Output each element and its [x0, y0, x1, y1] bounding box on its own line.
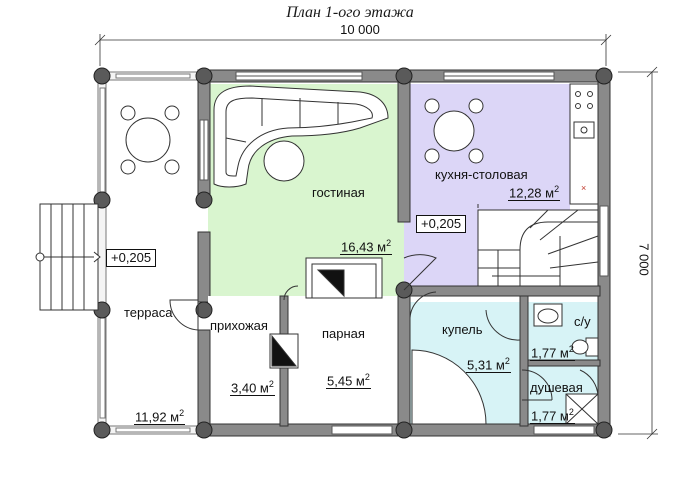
shower-tray — [565, 393, 599, 425]
area-terrace-value: 11,92 м — [135, 409, 180, 425]
area-shower: 1,77 м2 — [530, 405, 575, 425]
area-plunge-sup: 2 — [504, 356, 510, 366]
dimension-top — [94, 34, 612, 66]
area-terrace-sup: 2 — [179, 408, 185, 418]
area-kitchen: 12,28 м2 — [508, 182, 561, 202]
area-kitchen-sup: 2 — [554, 184, 560, 194]
sofa — [213, 85, 389, 188]
depth-dimension: 7 000 — [636, 243, 652, 276]
area-living-sup: 2 — [386, 238, 392, 248]
coffee-table — [263, 140, 305, 182]
area-wc: 1,77 м2 — [530, 342, 575, 362]
plan-title: План 1-ого этажа — [286, 4, 414, 21]
dimension-right — [618, 66, 658, 440]
kitchen-counter — [569, 83, 599, 205]
width-dimension: 10 000 — [340, 22, 380, 37]
area-living-value: 16,43 м — [341, 239, 387, 255]
windows — [199, 71, 609, 435]
room-name-hall: прихожая — [210, 318, 268, 333]
room-name-wc: с/у — [574, 314, 591, 329]
doors — [169, 254, 599, 401]
area-terrace: 11,92 м2 — [134, 406, 186, 426]
area-steam-value: 5,45 м — [327, 373, 365, 389]
area-hall-sup: 2 — [268, 379, 274, 389]
area-wc-value: 1,77 м — [531, 345, 569, 361]
area-hall: 3,40 м2 — [230, 377, 275, 397]
area-plunge: 5,31 м2 — [466, 354, 511, 374]
wc-fixtures — [533, 303, 599, 357]
room-name-living: гостиная — [312, 185, 365, 200]
plunge-pool — [411, 349, 487, 425]
room-name-plunge: купель — [442, 322, 483, 337]
area-kitchen-value: 12,28 м — [509, 185, 555, 201]
log-posts — [93, 67, 613, 439]
area-steam-sup: 2 — [364, 372, 370, 382]
area-hall-value: 3,40 м — [231, 380, 269, 396]
area-wc-sup: 2 — [568, 344, 574, 354]
area-shower-sup: 2 — [568, 407, 574, 417]
interior-stairs — [477, 209, 599, 287]
level-mark-kitchen: +0,205 — [416, 215, 467, 233]
area-shower-value: 1,77 м — [531, 408, 569, 424]
area-steam: 5,45 м2 — [326, 370, 371, 390]
room-name-terrace: терраса — [124, 305, 173, 320]
room-name-steam: парная — [322, 326, 365, 341]
room-name-kitchen: кухня-столовая — [435, 167, 528, 182]
area-plunge-value: 5,31 м — [467, 357, 505, 373]
kitchen-x-mark: × — [581, 183, 586, 193]
level-mark-terrace: +0,205 — [106, 249, 157, 267]
area-living: 16,43 м2 — [340, 236, 393, 256]
terrace-table — [120, 105, 180, 175]
kitchen-table — [424, 98, 484, 164]
hall-stove — [269, 333, 299, 369]
room-name-shower: душевая — [530, 380, 583, 395]
stove — [305, 257, 383, 299]
terrace-stairs — [35, 203, 101, 311]
